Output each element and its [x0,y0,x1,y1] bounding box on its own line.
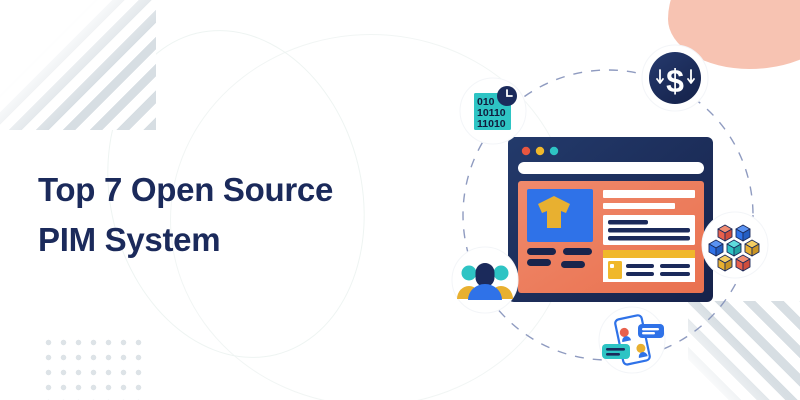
page-title: Top 7 Open Source PIM System [38,165,438,265]
pim-system-illustration: 010 10110 11010 $ [430,35,800,400]
binary-data-clock-icon: 010 10110 11010 [459,77,527,145]
customer-group-icon [451,246,519,314]
detail-description-card [603,215,695,245]
browser-dot-red [521,146,531,156]
tshirt-product-thumbnail [527,189,593,242]
diagonal-stripes-top-left [0,0,156,130]
thumbnail-caption-bar-1 [527,248,556,255]
browser-dot-teal [549,146,559,156]
svg-text:$: $ [666,63,684,99]
clock-icon [497,86,517,106]
detail-title-bar-2 [603,203,675,209]
dot-grid-bottom-left [38,332,142,400]
thumbnail-caption-bar-3 [527,259,551,266]
browser-dot-yellow [535,146,545,156]
product-page-browser-window [508,137,713,302]
dashed-orbit-path [462,69,754,361]
page-title-line-2: PIM System [38,221,221,259]
chat-card-teal [602,344,630,359]
page-title-line-1: Top 7 Open Source [38,171,333,209]
thumbnail-caption-bar-4 [561,261,585,268]
browser-address-bar [518,162,704,174]
diagonal-stripes-bottom-right [688,301,800,400]
chat-card-blue [638,324,664,338]
svg-text:010: 010 [477,96,495,108]
mobile-channel-icon [598,306,666,374]
price-drop-dollar-icon: $ [641,44,709,112]
product-variants-cubes-icon [701,211,769,279]
svg-text:11010: 11010 [477,118,506,130]
detail-price-card [603,250,695,282]
detail-title-bar-1 [603,190,695,198]
svg-text:10110: 10110 [477,107,506,119]
thumbnail-caption-bar-2 [563,248,592,255]
